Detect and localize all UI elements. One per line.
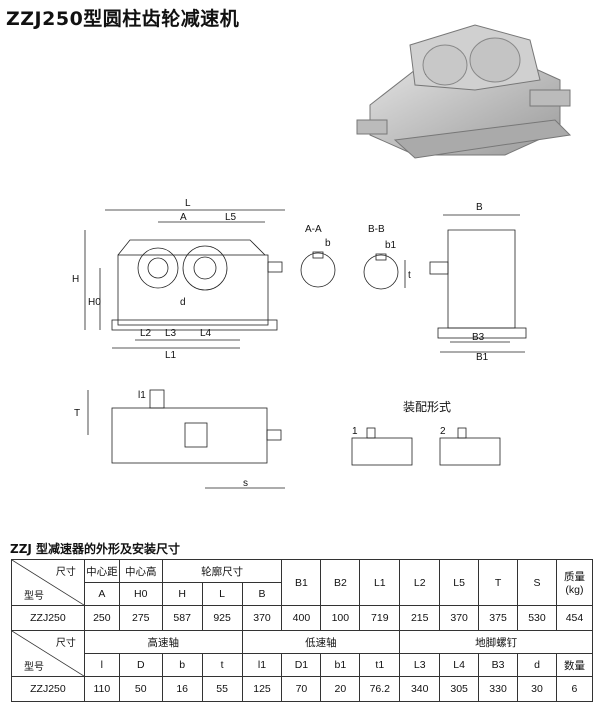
table-corner: 尺寸 型号 <box>11 559 85 606</box>
table-cell: 400 <box>281 605 322 631</box>
label-B1: B1 <box>476 352 489 363</box>
table-cell: d <box>517 653 557 677</box>
table-cell: D <box>118 653 163 677</box>
assembly-title: 装配形式 <box>403 400 452 414</box>
table-cell: 340 <box>399 676 441 702</box>
label-L3: L3 <box>165 328 177 339</box>
spec-table: 尺寸 型号 中心距 中心高 轮廓尺寸 B1 B2 L1 L2 L5 T S 质量… <box>11 559 594 702</box>
table-cell: l <box>83 653 120 677</box>
col-hs-shaft: 高速轴 <box>83 630 243 654</box>
table-cell: 454 <box>555 605 594 631</box>
table-cell: 330 <box>478 676 519 702</box>
table-cell: 30 <box>517 676 557 702</box>
table-cell: 375 <box>478 605 519 631</box>
label-b1: b1 <box>385 240 397 251</box>
col-anchor-bolt: 地脚螺钉 <box>399 630 593 654</box>
col-outline: 轮廓尺寸 <box>161 559 283 583</box>
table-cell: H0 <box>118 582 163 606</box>
table-cell: 925 <box>201 605 243 631</box>
table-cell: 215 <box>399 605 441 631</box>
label-B3: B3 <box>472 332 485 343</box>
label-L1: L1 <box>165 350 177 361</box>
table-cell: B <box>241 582 283 606</box>
label-T: T <box>74 408 80 419</box>
table-cell: 20 <box>320 676 361 702</box>
table-cell: L3 <box>399 653 441 677</box>
label-L5: L5 <box>225 212 237 223</box>
table-cell: t <box>201 653 243 677</box>
label-H0: H0 <box>88 297 101 308</box>
table-cell: D1 <box>281 653 322 677</box>
label-A: A <box>180 212 187 223</box>
table-cell: A <box>83 582 120 606</box>
table-cell: 587 <box>161 605 203 631</box>
label-B: B <box>476 202 483 213</box>
col-center-distance: 中心距 <box>83 559 120 583</box>
table-cell: 55 <box>201 676 243 702</box>
table-cell: 370 <box>439 605 480 631</box>
col-mass: 质量 (kg) <box>555 559 594 606</box>
table-cell: 16 <box>161 676 203 702</box>
table-cell: B3 <box>478 653 519 677</box>
col-S: S <box>517 559 557 606</box>
label-L2: L2 <box>140 328 152 339</box>
col-center-height: 中心高 <box>118 559 163 583</box>
table-row: ZZJ250 110 50 16 55 125 70 20 76.2 340 3… <box>11 676 594 702</box>
table-cell: 70 <box>281 676 322 702</box>
label-d: d <box>180 297 186 308</box>
table-corner: 尺寸 型号 <box>11 630 85 677</box>
col-B2: B2 <box>320 559 361 606</box>
table-cell: ZZJ250 <box>11 676 85 702</box>
assembly-form-1: 1 <box>352 426 358 437</box>
table-cell: 250 <box>83 605 120 631</box>
label-b: b <box>325 238 331 249</box>
table-cell: 719 <box>359 605 401 631</box>
col-T: T <box>478 559 519 606</box>
col-L5: L5 <box>439 559 480 606</box>
label-t: t <box>408 270 411 281</box>
dimension-drawings: L A L5 H H0 d L2 L3 L4 L1 A-A b B-B b1 t… <box>72 198 527 489</box>
table-cell: l1 <box>241 653 283 677</box>
table-cell: 100 <box>320 605 361 631</box>
assembly-form-2: 2 <box>440 426 446 437</box>
table-cell: b1 <box>320 653 361 677</box>
label-section-bb: B-B <box>368 224 385 235</box>
table-cell: t1 <box>359 653 401 677</box>
label-l1: l1 <box>138 390 146 401</box>
table-cell: b <box>161 653 203 677</box>
table-cell: 110 <box>83 676 120 702</box>
table-subheader-row: A H0 H L B <box>12 582 593 606</box>
col-ls-shaft: 低速轴 <box>241 630 401 654</box>
table-cell: ZZJ250 <box>11 605 85 631</box>
label-L4: L4 <box>200 328 212 339</box>
label-section-aa: A-A <box>305 224 322 235</box>
col-B1: B1 <box>281 559 322 606</box>
label-H: H <box>72 274 79 285</box>
label-L: L <box>185 198 191 209</box>
table-cell: 76.2 <box>359 676 401 702</box>
table-subheader-row: l D b t l1 D1 b1 t1 L3 L4 B3 d 数量 <box>12 653 594 677</box>
table-cell: 50 <box>118 676 163 702</box>
table-caption: ZZJ 型减速器的外形及安装尺寸 <box>10 542 181 556</box>
label-s: s <box>243 478 248 489</box>
table-cell: 125 <box>241 676 283 702</box>
table-cell: H <box>161 582 203 606</box>
table-cell: L4 <box>439 653 480 677</box>
page-title: ZZJ250型圆柱齿轮减速机 <box>6 8 240 30</box>
col-L1: L1 <box>359 559 401 606</box>
table-cell: 305 <box>439 676 480 702</box>
col-L2: L2 <box>399 559 441 606</box>
reducer-photo <box>356 24 572 159</box>
table-cell: 370 <box>241 605 283 631</box>
table-row: ZZJ250 250 275 587 925 370 400 100 719 2… <box>11 605 594 631</box>
table-header-row: 尺寸 型号 高速轴 低速轴 地脚螺钉 <box>11 630 593 677</box>
table-cell: L <box>201 582 243 606</box>
table-cell: 275 <box>118 605 163 631</box>
table-cell: 6 <box>555 676 594 702</box>
table-cell: 数量 <box>555 653 594 677</box>
table-header-row: 尺寸 型号 中心距 中心高 轮廓尺寸 B1 B2 L1 L2 L5 T S 质量… <box>11 559 594 606</box>
table-cell: 530 <box>517 605 557 631</box>
